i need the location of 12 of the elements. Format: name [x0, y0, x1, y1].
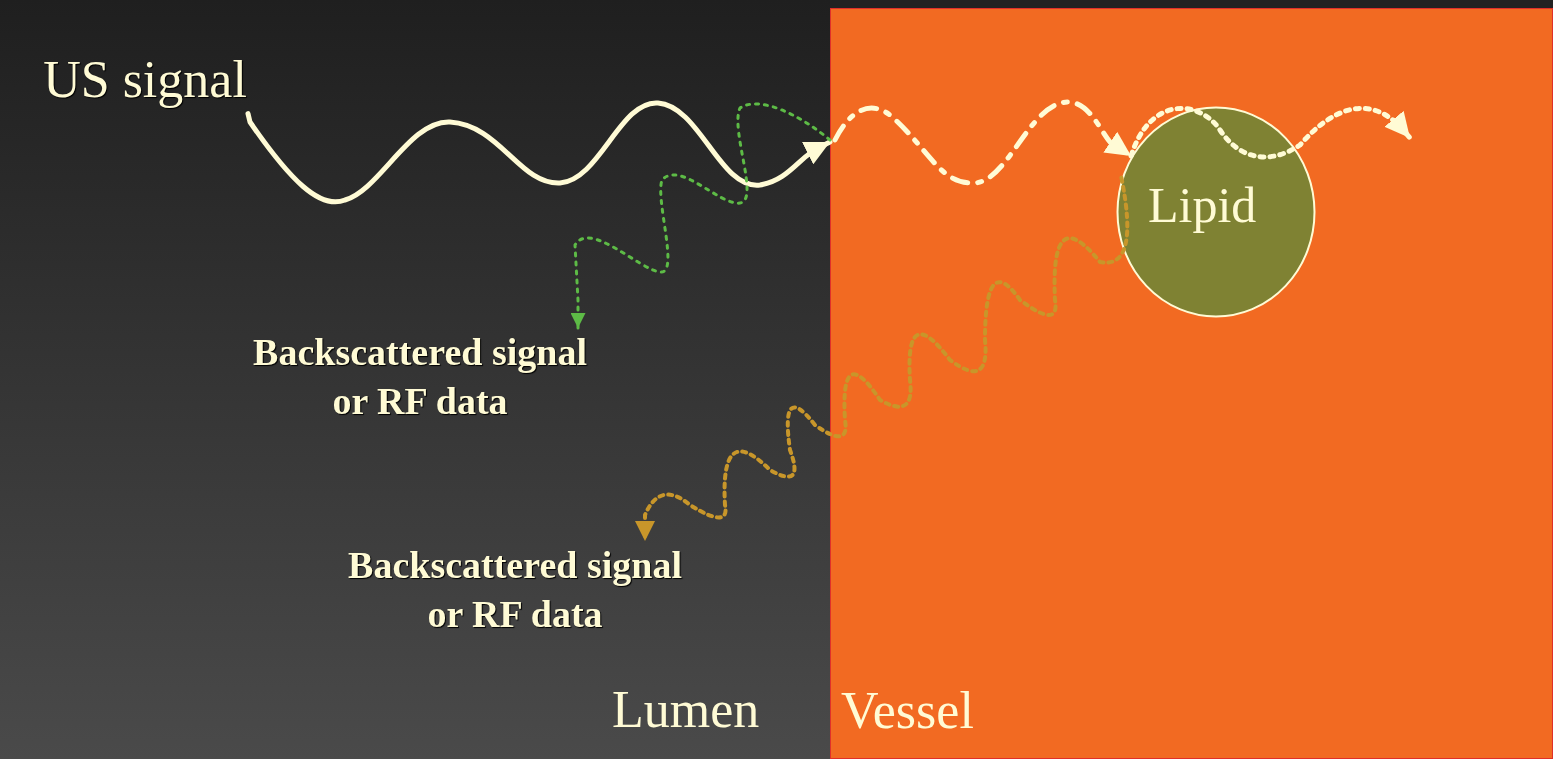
- region-label: Lipid: [1148, 176, 1257, 234]
- region-label: Vessel: [841, 681, 974, 740]
- region-label: Lumen: [612, 680, 760, 739]
- vessel-region: [830, 8, 1553, 759]
- backscatter-arrow: [570, 102, 832, 330]
- wave-arrow: [245, 100, 833, 205]
- caption: Backscattered signal or RF data: [335, 541, 695, 640]
- signal-label: US signal: [15, 46, 275, 114]
- backscatter-arrow: [635, 175, 1130, 543]
- wave-arrow: [1128, 105, 1413, 160]
- caption: Backscattered signal or RF data: [240, 328, 600, 427]
- lipid-ellipse: [1116, 106, 1316, 318]
